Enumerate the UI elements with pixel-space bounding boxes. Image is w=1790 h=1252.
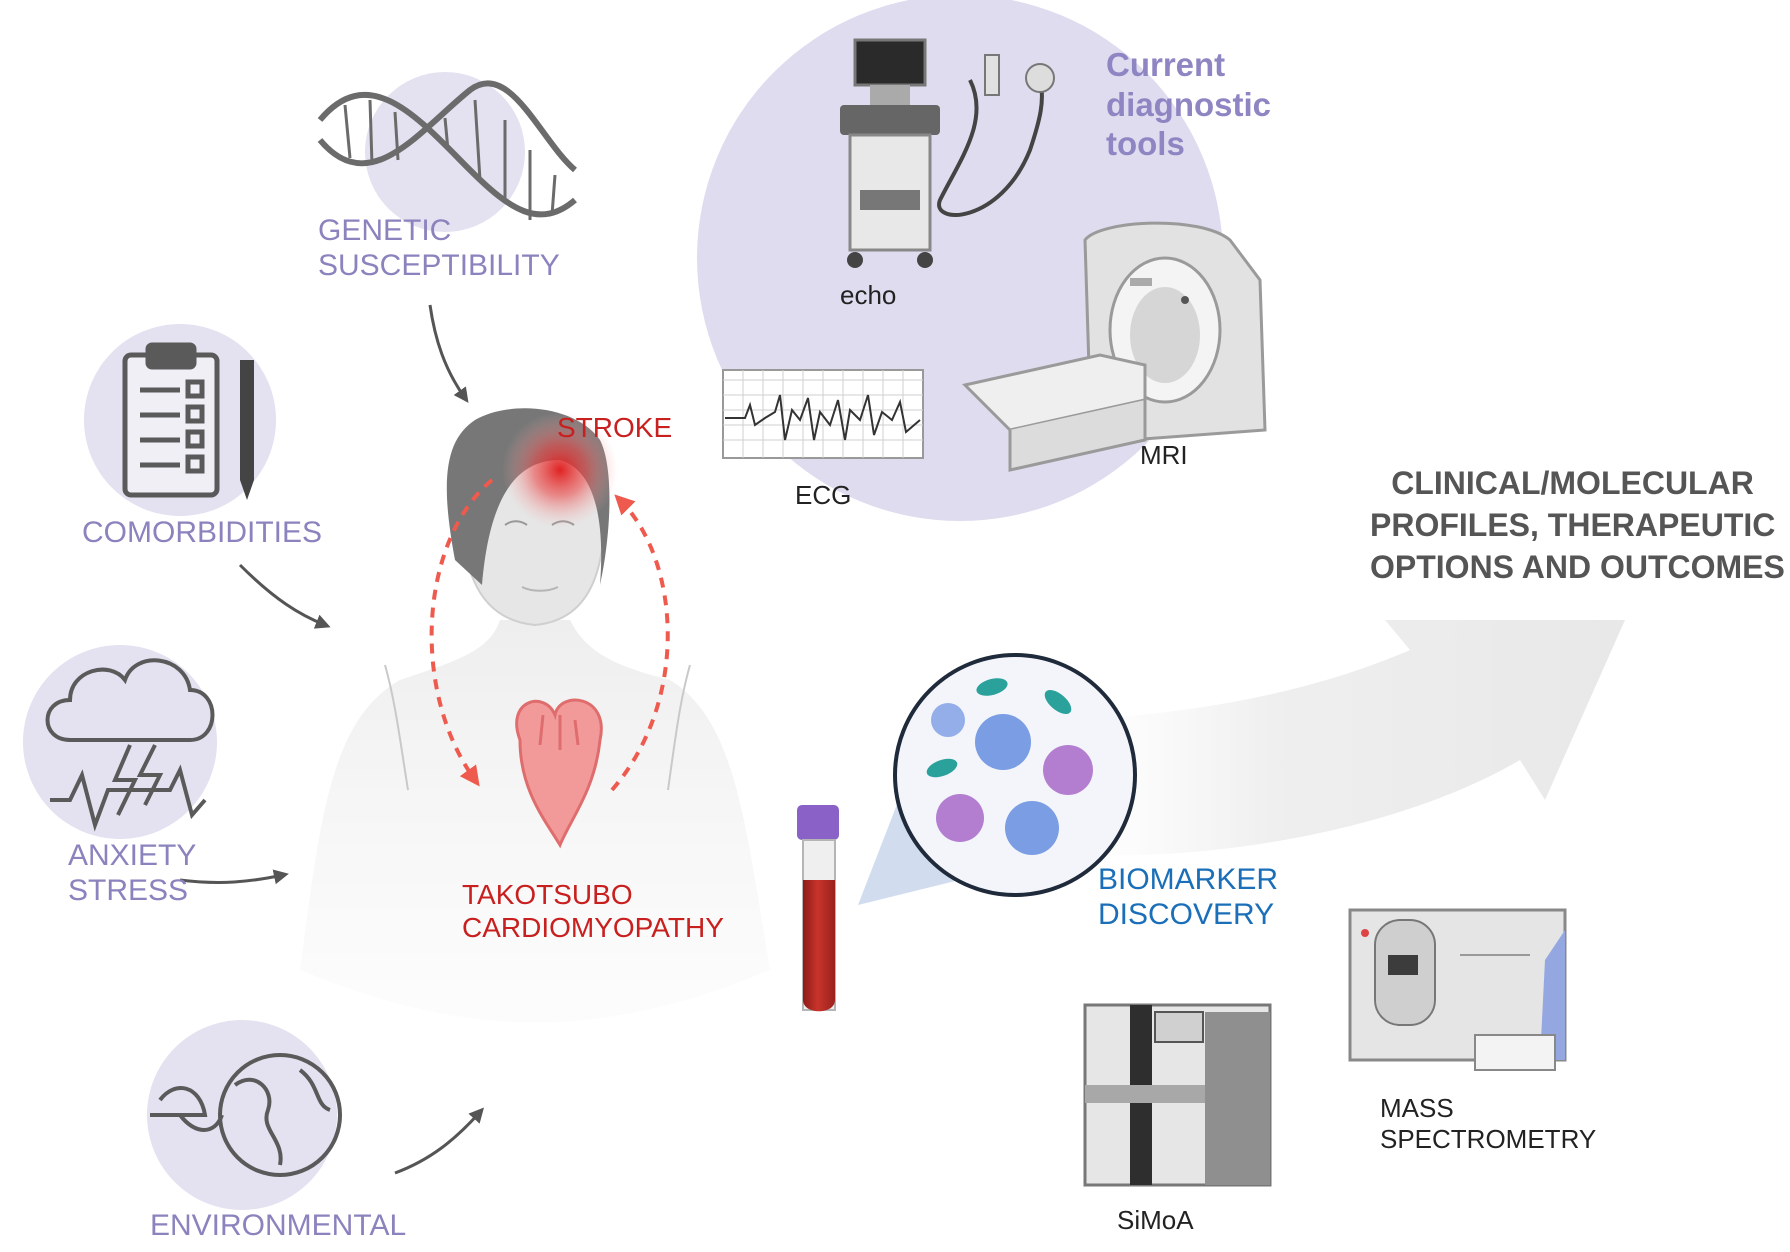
anxiety-arrow	[179, 869, 289, 885]
outcome-line3: OPTIONS AND OUTCOMES	[1370, 549, 1785, 586]
takotsubo-line1: TAKOTSUBO	[462, 879, 633, 910]
mri-scanner-icon	[962, 221, 1267, 472]
anxiety-label-line1: ANXIETY	[68, 839, 197, 872]
simoa-label: SiMoA	[1117, 1205, 1194, 1235]
echo-label: echo	[840, 280, 897, 310]
protein-icon	[926, 678, 1093, 855]
heart-icon	[515, 698, 603, 849]
biomarker-line2: DISCOVERY	[1098, 898, 1275, 932]
takotsubo-label: TAKOTSUBO CARDIOMYOPATHY	[462, 878, 724, 944]
clipboard-icon	[122, 342, 220, 498]
globe-leaf-icon	[150, 1053, 342, 1177]
anxiety-label-line2: STRESS	[68, 874, 189, 908]
outcome-line2: PROFILES, THERAPEUTIC	[1370, 507, 1776, 544]
mass-spectrometer-icon	[1348, 908, 1567, 1071]
ecg-strip-icon	[722, 369, 924, 459]
comorbidities-arrow	[238, 563, 331, 629]
mass-spec-line1: MASS	[1380, 1093, 1454, 1123]
diagnostic-title-line2: diagnostic	[1106, 85, 1272, 123]
heart-to-stroke-arrow	[610, 494, 670, 792]
genetic-label-line2: SUSCEPTIBILITY	[318, 249, 560, 283]
anxiety-stress-label: ANXIETY STRESS	[68, 838, 196, 909]
ecg-label: ECG	[795, 480, 852, 510]
dna-icon	[317, 80, 577, 220]
echo-machine-icon	[840, 38, 1055, 268]
outcome-line1: CLINICAL/MOLECULAR	[1391, 465, 1754, 501]
comorbidities-label: COMORBIDITIES	[82, 516, 323, 549]
genetic-label: GENETIC SUSCEPTIBILITY	[318, 213, 560, 284]
simoa-instrument-icon	[1083, 1003, 1272, 1187]
stroke-glow	[502, 412, 618, 528]
environmental-arrow	[394, 1107, 484, 1175]
takotsubo-line2: CARDIOMYOPATHY	[462, 912, 724, 944]
genetic-arrow	[428, 304, 469, 403]
environmental-circle	[147, 1020, 337, 1210]
mri-label: MRI	[1140, 440, 1188, 470]
mass-spectrometry-label: MASS SPECTROMETRY	[1380, 1093, 1596, 1155]
genetic-circle	[365, 72, 525, 232]
pencil-icon	[240, 360, 254, 500]
outcome-label: CLINICAL/MOLECULAR PROFILES, THERAPEUTIC…	[1370, 462, 1785, 589]
biomarker-line1: BIOMARKER	[1098, 863, 1279, 896]
biomarker-discovery-label: BIOMARKER DISCOVERY	[1098, 862, 1278, 933]
stroke-label: STROKE	[557, 412, 673, 443]
diagnostic-title-line3: tools	[1106, 125, 1185, 163]
stroke-to-heart-arrow	[429, 478, 494, 787]
blood-tube-icon	[797, 805, 839, 1012]
mass-spec-line2: SPECTROMETRY	[1380, 1124, 1597, 1155]
diagnostic-title-line1: Current	[1106, 46, 1226, 83]
genetic-label-line1: GENETIC	[318, 214, 452, 247]
storm-cloud-icon	[45, 658, 215, 832]
environmental-label: ENVIRONMENTAL	[150, 1209, 407, 1242]
outcome-arrow	[1080, 620, 1625, 856]
diagnostic-tools-title: Current diagnostic tools	[1106, 45, 1271, 164]
